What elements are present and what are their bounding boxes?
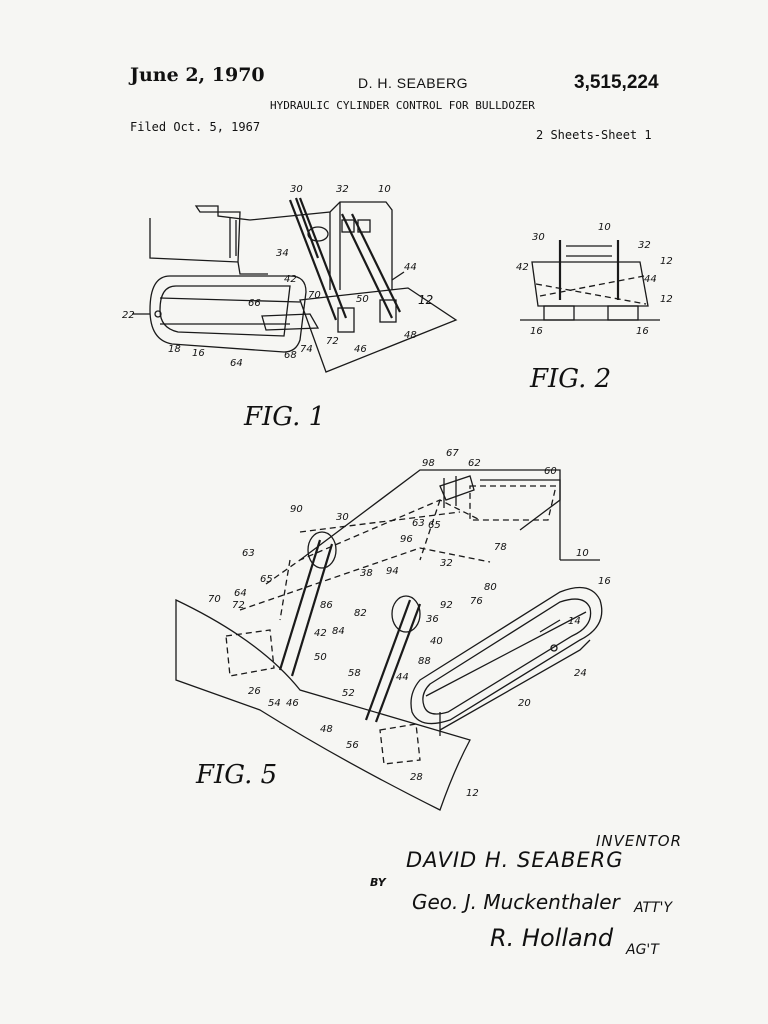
svg-text:10: 10	[576, 548, 589, 559]
patent-title: HYDRAULIC CYLINDER CONTROL FOR BULLDOZER	[270, 99, 535, 112]
svg-text:46: 46	[286, 698, 299, 709]
svg-text:12: 12	[660, 294, 673, 305]
svg-text:42: 42	[314, 628, 327, 639]
svg-text:84: 84	[332, 626, 345, 637]
svg-text:22: 22	[122, 310, 135, 321]
svg-text:72: 72	[232, 600, 245, 611]
figure-2-drawing: 30 10 32 42 12 44 12 16 16	[516, 222, 673, 337]
svg-text:12: 12	[660, 256, 673, 267]
inventor-header: D. H. SEABERG	[358, 75, 468, 91]
svg-text:70: 70	[208, 594, 221, 605]
attorney-signature: Geo. J. Muckenthaler	[412, 890, 620, 914]
svg-text:63: 63	[242, 548, 255, 559]
svg-text:16: 16	[636, 326, 649, 337]
svg-text:65: 65	[428, 520, 441, 531]
svg-text:50: 50	[314, 652, 327, 663]
svg-text:66: 66	[248, 298, 261, 309]
svg-text:16: 16	[598, 576, 611, 587]
inventor-caption: INVENTOR	[596, 832, 682, 850]
svg-text:48: 48	[320, 724, 333, 735]
filed-date: Filed Oct. 5, 1967	[130, 120, 261, 134]
svg-text:32: 32	[638, 240, 651, 251]
svg-text:78: 78	[494, 542, 507, 553]
svg-text:92: 92	[440, 600, 453, 611]
svg-text:52: 52	[342, 688, 355, 699]
svg-text:50: 50	[356, 294, 369, 305]
svg-text:32: 32	[440, 558, 453, 569]
svg-text:86: 86	[320, 600, 333, 611]
svg-text:94: 94	[386, 566, 399, 577]
svg-text:16: 16	[530, 326, 543, 337]
svg-text:90: 90	[290, 504, 303, 515]
patent-number: 3,515,224	[574, 72, 659, 93]
svg-text:80: 80	[484, 582, 497, 593]
svg-text:88: 88	[418, 656, 431, 667]
svg-text:96: 96	[400, 534, 413, 545]
svg-text:10: 10	[378, 184, 391, 195]
svg-text:14: 14	[568, 616, 581, 627]
svg-text:10: 10	[598, 222, 611, 233]
svg-text:48: 48	[404, 330, 417, 341]
svg-text:18: 18	[168, 344, 181, 355]
sheet-count: 2 Sheets-Sheet 1	[536, 128, 652, 142]
svg-text:26: 26	[248, 686, 261, 697]
svg-text:20: 20	[518, 698, 531, 709]
svg-text:36: 36	[426, 614, 439, 625]
svg-text:72: 72	[326, 336, 339, 347]
svg-text:28: 28	[410, 772, 423, 783]
svg-text:42: 42	[284, 274, 297, 285]
figure-5-label: FIG. 5	[196, 760, 278, 790]
svg-text:30: 30	[532, 232, 545, 243]
svg-text:82: 82	[354, 608, 367, 619]
svg-text:64: 64	[230, 358, 243, 369]
attorney-suffix: ATT'Y	[634, 900, 673, 916]
svg-text:76: 76	[470, 596, 483, 607]
by-label: BY	[370, 876, 386, 889]
inventor-name: DAVID H. SEABERG	[406, 848, 624, 872]
figure-5-drawing: 98 67 62 60 90 30 63 63 65 96 78 10 38 9…	[175, 448, 611, 811]
svg-text:74: 74	[300, 344, 313, 355]
svg-text:44: 44	[396, 672, 409, 683]
svg-text:42: 42	[516, 262, 529, 273]
svg-text:68: 68	[284, 350, 297, 361]
svg-text:30: 30	[336, 512, 349, 523]
svg-text:70: 70	[308, 290, 321, 301]
svg-text:12: 12	[418, 293, 433, 307]
svg-text:98: 98	[422, 458, 435, 469]
svg-text:54: 54	[268, 698, 281, 709]
svg-text:60: 60	[544, 466, 557, 477]
svg-text:16: 16	[192, 348, 205, 359]
svg-text:58: 58	[348, 668, 361, 679]
svg-text:63: 63	[412, 518, 425, 529]
svg-text:38: 38	[360, 568, 373, 579]
svg-text:56: 56	[346, 740, 359, 751]
svg-text:32: 32	[336, 184, 349, 195]
svg-text:64: 64	[234, 588, 247, 599]
svg-text:44: 44	[404, 262, 417, 273]
agent-suffix: AG'T	[626, 942, 659, 958]
figure-1-label: FIG. 1	[244, 402, 326, 432]
svg-text:65: 65	[260, 574, 273, 585]
patent-date: June 2, 1970	[130, 64, 265, 86]
figure-1-drawing: 30 32 10 34 42 44 12 22 66 70 50 72 46 4…	[122, 184, 458, 373]
svg-text:24: 24	[574, 668, 587, 679]
svg-text:62: 62	[468, 458, 481, 469]
svg-text:67: 67	[446, 448, 459, 459]
svg-text:46: 46	[354, 344, 367, 355]
agent-signature: R. Holland	[490, 924, 614, 952]
svg-text:34: 34	[276, 248, 289, 259]
svg-text:44: 44	[644, 274, 657, 285]
svg-text:12: 12	[466, 788, 479, 799]
svg-text:40: 40	[430, 636, 443, 647]
svg-text:30: 30	[290, 184, 303, 195]
figure-2-label: FIG. 2	[530, 364, 612, 394]
